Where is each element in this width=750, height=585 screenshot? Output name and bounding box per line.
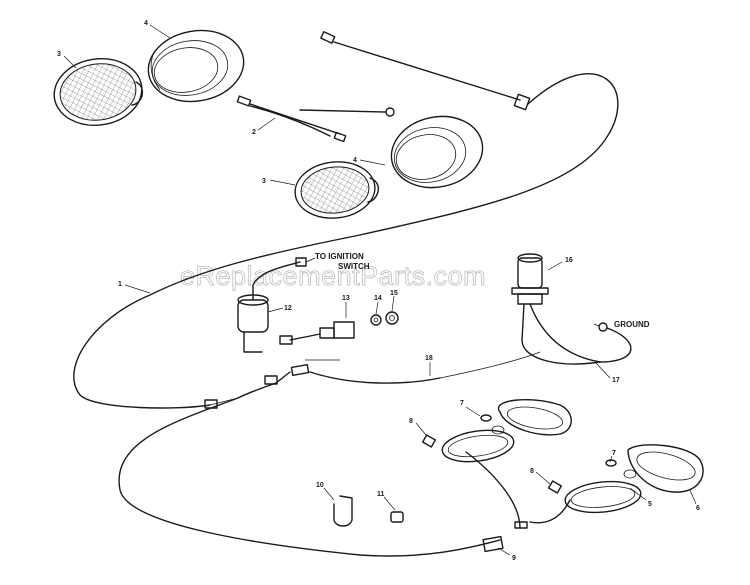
harness-top-wire: [320, 31, 531, 111]
callout-12: 12: [284, 305, 292, 312]
callout-15: 15: [390, 290, 398, 297]
ground-wire-17: [439, 322, 632, 379]
relay-13: [279, 321, 355, 345]
callout-3-middle: 3: [262, 178, 266, 185]
main-cable-1: [73, 73, 619, 409]
grommet-11: [390, 511, 404, 523]
marker-lamp-upper: [441, 398, 572, 463]
marker-lamp-lower: [564, 444, 704, 514]
lamp-wire-lower: [529, 499, 571, 524]
connector-18: [264, 359, 441, 385]
lamp-housing-top: [147, 29, 245, 103]
callout-5: 5: [648, 501, 652, 508]
callout-leaders: [63, 24, 697, 556]
label-to-ignition: TO IGNITION: [315, 252, 364, 261]
callout-9: 9: [512, 555, 516, 562]
lamp-lens-middle: [294, 161, 380, 219]
lower-harness-cable: [118, 397, 501, 557]
screw-8-lower: [547, 480, 563, 494]
callout-3-top: 3: [57, 51, 61, 58]
callout-14: 14: [374, 295, 382, 302]
screw-8-upper: [421, 434, 437, 448]
callout-18: 18: [425, 355, 433, 362]
callout-7-lower: 7: [612, 450, 616, 457]
clip-10: [333, 495, 353, 527]
screw-7-upper: [480, 414, 492, 422]
callout-1: 1: [118, 281, 122, 288]
callout-8-upper: 8: [409, 418, 413, 425]
callout-4-top: 4: [144, 20, 148, 27]
callout-16: 16: [565, 257, 573, 264]
jumper-wire-2: [236, 95, 395, 143]
label-ground: GROUND: [614, 320, 650, 329]
switch-body-12: [237, 257, 316, 353]
lamp-lens-top: [53, 58, 144, 126]
callout-4-middle: 4: [353, 157, 357, 164]
callout-7-upper: 7: [460, 400, 464, 407]
lamp-wire-upper: [465, 451, 521, 529]
callout-17: 17: [612, 377, 620, 384]
lamp-housing-middle: [390, 115, 484, 189]
callout-6: 6: [696, 505, 700, 512]
screw-7-lower: [605, 459, 617, 467]
nut-14: [370, 314, 382, 326]
label-switch: SWITCH: [338, 262, 370, 271]
callout-8-lower: 8: [530, 468, 534, 475]
washer-15: [385, 311, 399, 325]
watermark-text: eReplacementParts.com: [180, 261, 486, 291]
beacon-16: [511, 253, 601, 365]
callout-10: 10: [316, 482, 324, 489]
callout-11: 11: [377, 491, 385, 498]
callout-13: 13: [342, 295, 350, 302]
callout-2: 2: [252, 129, 256, 136]
connector-9: [482, 535, 504, 553]
